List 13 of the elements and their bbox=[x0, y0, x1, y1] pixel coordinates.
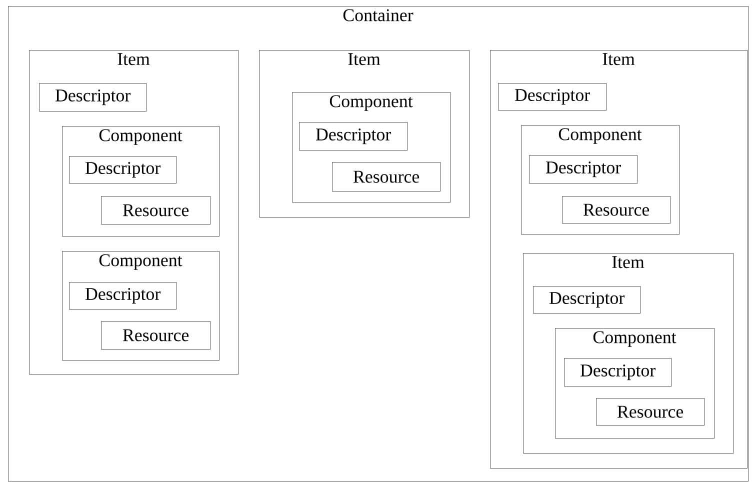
resource-box: Resource bbox=[562, 196, 671, 224]
descriptor-box: Descriptor bbox=[498, 83, 607, 111]
descriptor-box: Descriptor bbox=[39, 83, 147, 112]
descriptor-box: Descriptor bbox=[564, 358, 672, 387]
resource-box: Resource bbox=[101, 321, 211, 350]
resource-box: Resource bbox=[332, 162, 441, 192]
descriptor-box: Descriptor bbox=[69, 156, 177, 184]
descriptor-box: Descriptor bbox=[69, 282, 177, 310]
resource-box: Resource bbox=[596, 398, 705, 426]
descriptor-box: Descriptor bbox=[299, 122, 408, 151]
descriptor-box: Descriptor bbox=[529, 155, 638, 184]
descriptor-box: Descriptor bbox=[533, 286, 641, 314]
resource-box: Resource bbox=[101, 196, 211, 225]
